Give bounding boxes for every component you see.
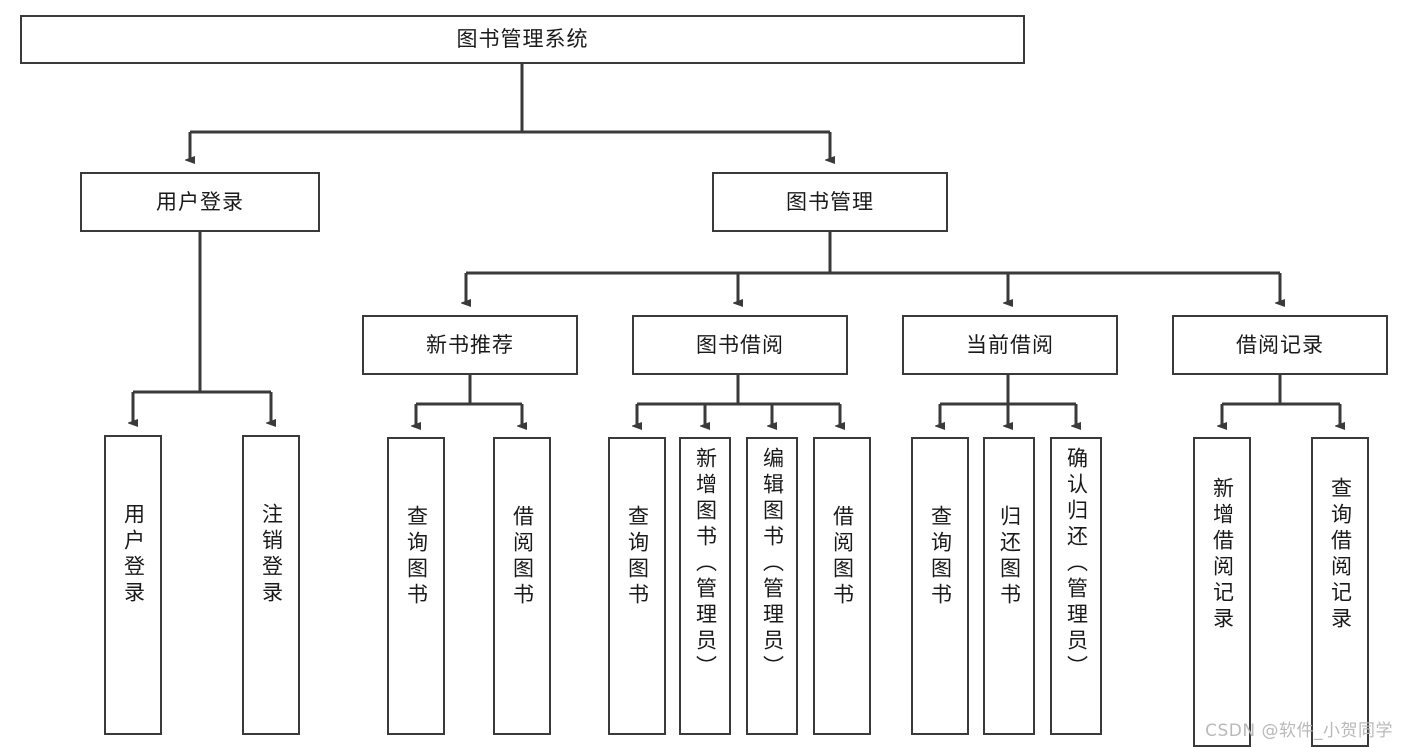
node-label: 借阅图书 xyxy=(510,505,535,609)
leaf-new-book-borrow-books[interactable]: 借阅图书 xyxy=(493,437,551,735)
leaf-current-borrow-query-books[interactable]: 查询图书 xyxy=(911,437,969,735)
node-label: 编辑图书（管理员） xyxy=(760,447,785,681)
node-current-borrow[interactable]: 当前借阅 xyxy=(902,315,1118,375)
leaf-borrow-record-add-record[interactable]: 新增借阅记录 xyxy=(1193,437,1251,747)
node-label: 注销登录 xyxy=(259,503,284,607)
node-label: 查询图书 xyxy=(625,505,650,609)
node-book-management[interactable]: 图书管理 xyxy=(712,172,948,232)
leaf-book-borrow-query-books[interactable]: 查询图书 xyxy=(608,437,666,735)
node-label: 图书管理系统 xyxy=(456,27,589,52)
node-label: 用户登录 xyxy=(121,503,146,607)
node-label: 用户登录 xyxy=(156,189,244,214)
leaf-book-borrow-borrow-books[interactable]: 借阅图书 xyxy=(813,437,871,735)
node-label: 新增借阅记录 xyxy=(1210,477,1235,633)
node-root-book-management-system[interactable]: 图书管理系统 xyxy=(20,15,1025,64)
node-user-login[interactable]: 用户登录 xyxy=(80,172,320,232)
node-label: 查询图书 xyxy=(404,505,429,609)
leaf-user-login-logout[interactable]: 注销登录 xyxy=(242,435,300,735)
node-label: 图书借阅 xyxy=(696,332,784,357)
node-label: 图书管理 xyxy=(786,189,874,214)
node-book-borrow[interactable]: 图书借阅 xyxy=(632,315,848,375)
leaf-current-borrow-return-books[interactable]: 归还图书 xyxy=(983,437,1035,735)
node-new-book-recommend[interactable]: 新书推荐 xyxy=(362,315,578,375)
leaf-book-borrow-edit-book-admin[interactable]: 编辑图书（管理员） xyxy=(746,437,798,735)
leaf-borrow-record-query-record[interactable]: 查询借阅记录 xyxy=(1311,437,1369,747)
csdn-watermark: CSDN @软件_小贺同学 xyxy=(1205,721,1393,741)
leaf-new-book-query-books[interactable]: 查询图书 xyxy=(387,437,445,735)
node-label: 查询图书 xyxy=(928,505,953,609)
leaf-user-login-login[interactable]: 用户登录 xyxy=(104,435,162,735)
leaf-current-borrow-confirm-return-admin[interactable]: 确认归还（管理员） xyxy=(1050,437,1102,735)
node-borrow-record[interactable]: 借阅记录 xyxy=(1172,315,1388,375)
node-label: 当前借阅 xyxy=(966,332,1054,357)
node-label: 确认归还（管理员） xyxy=(1064,447,1089,681)
node-label: 借阅图书 xyxy=(830,505,855,609)
node-label: 借阅记录 xyxy=(1236,332,1324,357)
node-label: 归还图书 xyxy=(997,505,1022,609)
node-label: 查询借阅记录 xyxy=(1328,477,1353,633)
leaf-book-borrow-add-book-admin[interactable]: 新增图书（管理员） xyxy=(679,437,731,735)
node-label: 新增图书（管理员） xyxy=(693,447,718,681)
node-label: 新书推荐 xyxy=(426,332,514,357)
